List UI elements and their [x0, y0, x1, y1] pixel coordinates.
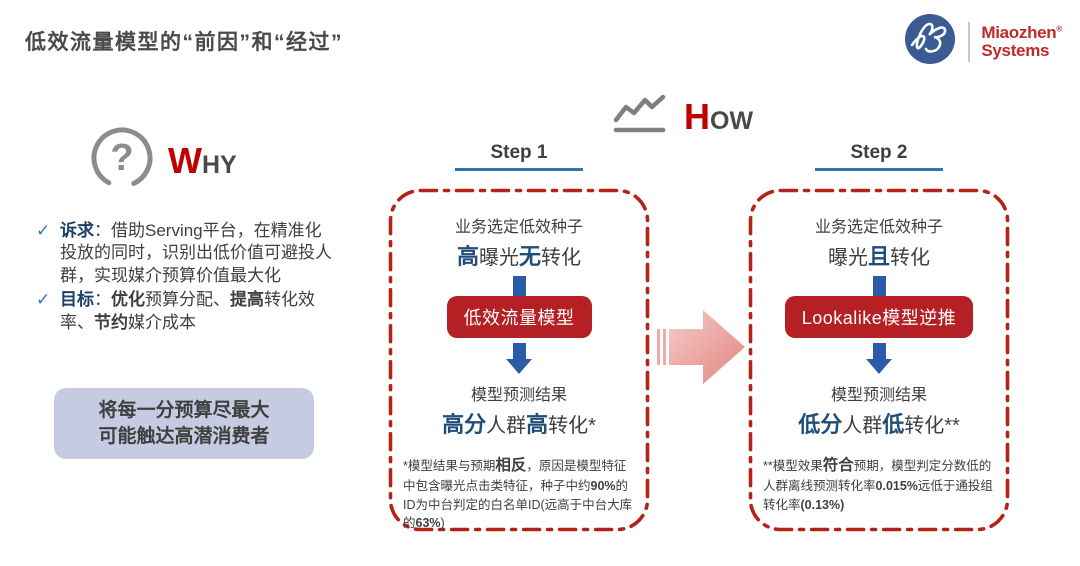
step2-label: Step 2	[815, 142, 943, 171]
note-segment: )	[440, 515, 445, 530]
why-heading: WHY	[168, 140, 237, 182]
why-initial: W	[168, 140, 202, 181]
miaozhen-logo-icon	[903, 12, 957, 71]
bullet-bold-segment: 优化	[111, 290, 145, 310]
question-icon: ?	[88, 124, 156, 197]
footnote: **模型效果符合预期，模型判定分数低的人群离线预测转化率0.015%远低于通投组…	[763, 455, 995, 514]
highlight-box: 将每一分预算尽最大 可能触达高潜消费者	[54, 388, 314, 460]
highlight-line2: 可能触达高潜消费者	[98, 425, 270, 447]
bullet-colon: ：	[94, 290, 111, 310]
seed-highlight: 高	[456, 244, 479, 269]
bullet-bold-segment: 提高	[230, 290, 264, 310]
note-segment: ，原因是模型特征中包含曝光点击类特征，种子中约	[403, 459, 627, 494]
note-segment: 预期，模型判定分数低的人群离线预测转化率	[763, 459, 992, 494]
down-arrow-head	[866, 359, 892, 374]
trend-icon	[612, 92, 668, 141]
bullet-list: ✓ 诉求：借助Serving平台，在精准化投放的同时，识别出低价值可避投人群，实…	[36, 220, 332, 334]
note-emphasis: 符合	[822, 457, 854, 474]
highlight-line1: 将每一分预算尽最大	[98, 400, 270, 421]
step1-content: 业务选定低效种子 高曝光无转化 低效流量模型 模型预测结果 高分人群高转化* *…	[388, 188, 650, 532]
bullet-text: 目标：优化预算分配、提高转化效率、节约媒介成本	[60, 289, 332, 334]
result-highlight-line: 高分人群高转化*	[388, 407, 650, 439]
check-icon: ✓	[36, 290, 51, 310]
note-segment: 的ID为中台判定的白名单ID(远高于中台大库的	[403, 479, 633, 530]
seed-normal: 转化	[890, 247, 930, 269]
bullet-item-demand: ✓ 诉求：借助Serving平台，在精准化投放的同时，识别出低价值可避投人群，实…	[36, 220, 332, 287]
bullet-label: 诉求	[60, 221, 94, 240]
note-segment: 远低于通投组转化率	[763, 479, 993, 512]
note-emphasis: 相反	[495, 457, 527, 474]
model-button[interactable]: 低效流量模型	[446, 296, 592, 338]
bullet-segment: 转化效率、	[60, 290, 315, 332]
down-arrow-head	[506, 359, 532, 374]
brand-logo: Miaozhen® Systems	[903, 12, 1062, 71]
footnote: *模型结果与预期相反，原因是模型特征中包含曝光点击类特征，种子中约90%的ID为…	[403, 455, 635, 532]
svg-text:?: ?	[110, 137, 133, 179]
step1-card: 业务选定低效种子 高曝光无转化 低效流量模型 模型预测结果 高分人群高转化* *…	[388, 188, 650, 532]
bullet-text: 诉求：借助Serving平台，在精准化投放的同时，识别出低价值可避投人群，实现媒…	[60, 220, 332, 287]
page-title: 低效流量模型的“前因”和“经过”	[25, 31, 343, 54]
seed-highlight: 且	[867, 244, 890, 269]
bullet-bold-segment: 节约	[94, 312, 128, 332]
seed-text: 业务选定低效种子	[454, 219, 583, 236]
step1-label: Step 1	[455, 142, 583, 171]
bullet-item-goal: ✓ 目标：优化预算分配、提高转化效率、节约媒介成本	[36, 289, 332, 334]
bullet-colon: ：	[94, 221, 111, 240]
seed-highlight: 无	[519, 244, 542, 269]
brand-line2: Systems	[981, 40, 1050, 60]
result-highlight: 高分	[442, 412, 487, 437]
seed-text: 业务选定低效种子	[814, 219, 943, 236]
seed-normal: 曝光	[827, 247, 868, 269]
result-normal: 人群	[842, 415, 883, 437]
note-segment: *模型结果与预期	[403, 459, 496, 473]
seed-highlight-line: 曝光且转化	[748, 239, 1010, 271]
result-highlight: 高	[526, 412, 549, 437]
result-highlight-line: 低分人群低转化**	[748, 407, 1010, 439]
brand-name: Miaozhen® Systems	[981, 22, 1062, 60]
note-stat: (0.13%)	[800, 497, 845, 512]
result-text: 模型预测结果	[470, 387, 567, 404]
dashed-border	[748, 188, 1010, 532]
down-arrow-stem	[512, 343, 526, 359]
seed-normal: 曝光	[479, 247, 519, 269]
dashed-border	[388, 188, 650, 532]
why-rest: HY	[201, 151, 237, 179]
note-stat: 0.015%	[875, 479, 918, 494]
flow-arrow-icon	[651, 296, 749, 403]
down-arrow-stem	[512, 276, 526, 296]
result-normal: 人群	[486, 415, 527, 437]
down-arrow-stem	[872, 343, 886, 359]
result-normal: 转化*	[548, 415, 596, 437]
seed-highlight-line: 高曝光无转化	[388, 239, 650, 271]
result-text: 模型预测结果	[830, 387, 927, 404]
brand-line1: Miaozhen	[981, 22, 1057, 42]
down-arrow-stem	[872, 276, 886, 296]
how-heading: HOW	[684, 96, 753, 138]
step2-card: 业务选定低效种子 曝光且转化 Lookalike模型逆推 模型预测结果 低分人群…	[748, 188, 1010, 532]
model-button[interactable]: Lookalike模型逆推	[784, 296, 974, 338]
result-highlight: 低分	[798, 412, 843, 437]
bullet-segment: 媒介成本	[128, 312, 196, 332]
bullet-body: 借助Serving平台，在精准化投放的同时，识别出低价值可避投人群，实现媒介预算…	[60, 221, 332, 285]
result-normal: 转化**	[904, 415, 960, 437]
how-rest: OW	[710, 107, 754, 135]
note-segment: **模型效果	[763, 459, 823, 473]
seed-normal: 转化	[541, 247, 582, 269]
how-initial: H	[684, 96, 710, 137]
bullet-label: 目标	[60, 290, 94, 310]
brand-divider	[968, 21, 971, 62]
note-stat: 90%	[590, 479, 616, 494]
bullet-segment: 预算分配、	[145, 290, 230, 310]
result-highlight: 低	[882, 412, 905, 437]
brand-reg-mark: ®	[1056, 24, 1062, 33]
step2-content: 业务选定低效种子 曝光且转化 Lookalike模型逆推 模型预测结果 低分人群…	[748, 188, 1010, 514]
note-stat: 63%	[415, 515, 441, 530]
check-icon: ✓	[36, 221, 51, 240]
